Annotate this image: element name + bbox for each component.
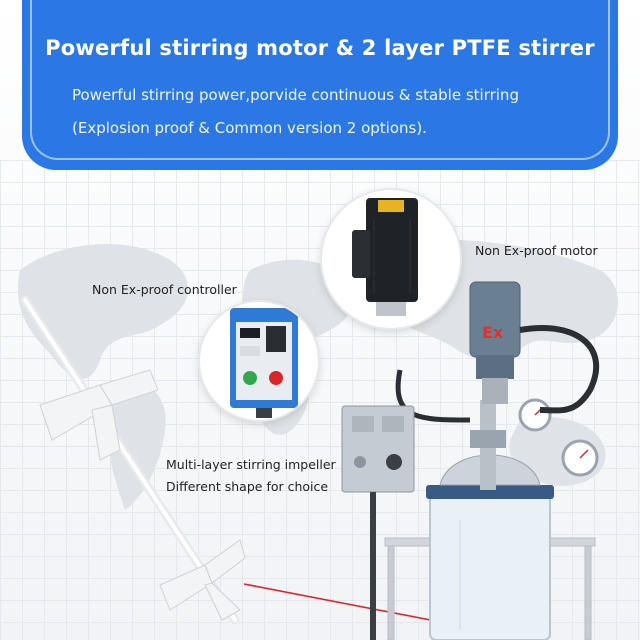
- header-banner: Powerful stirring motor & 2 layer PTFE s…: [22, 0, 618, 170]
- upper-impeller-blades: [39, 369, 159, 461]
- pressure-gauge-icons: [518, 398, 599, 477]
- impeller-label-line-1: Multi-layer stirring impeller: [166, 457, 336, 472]
- ptfe-stirrer-illustration: [20, 295, 246, 625]
- stirrer-shaft: [20, 295, 240, 625]
- banner-title: Powerful stirring motor & 2 layer PTFE s…: [45, 36, 595, 60]
- reactor-assembly-illustration: Ex: [341, 281, 600, 640]
- motor-icon: [352, 198, 418, 316]
- motor-label: Non Ex-proof motor: [475, 243, 598, 258]
- controller-icon: [230, 308, 298, 418]
- glass-vessel: [426, 485, 554, 640]
- impeller-label-line-2: Different shape for choice: [166, 479, 329, 494]
- reactor-lid: [439, 400, 541, 490]
- controller-callout-circle: [200, 302, 318, 420]
- lower-impeller-blades: [159, 539, 246, 621]
- svg-text:Ex: Ex: [482, 323, 504, 342]
- banner-description-line-1: Powerful stirring power,porvide continuo…: [72, 86, 519, 104]
- controller-label: Non Ex-proof controller: [92, 282, 237, 297]
- banner-border: [30, 0, 610, 160]
- ex-proof-control-box: [341, 405, 415, 640]
- reactor-motor: Ex: [469, 281, 521, 404]
- banner-description-line-2: (Explosion proof & Common version 2 opti…: [72, 119, 427, 137]
- hose: [519, 325, 600, 414]
- motor-callout-circle: [322, 190, 460, 328]
